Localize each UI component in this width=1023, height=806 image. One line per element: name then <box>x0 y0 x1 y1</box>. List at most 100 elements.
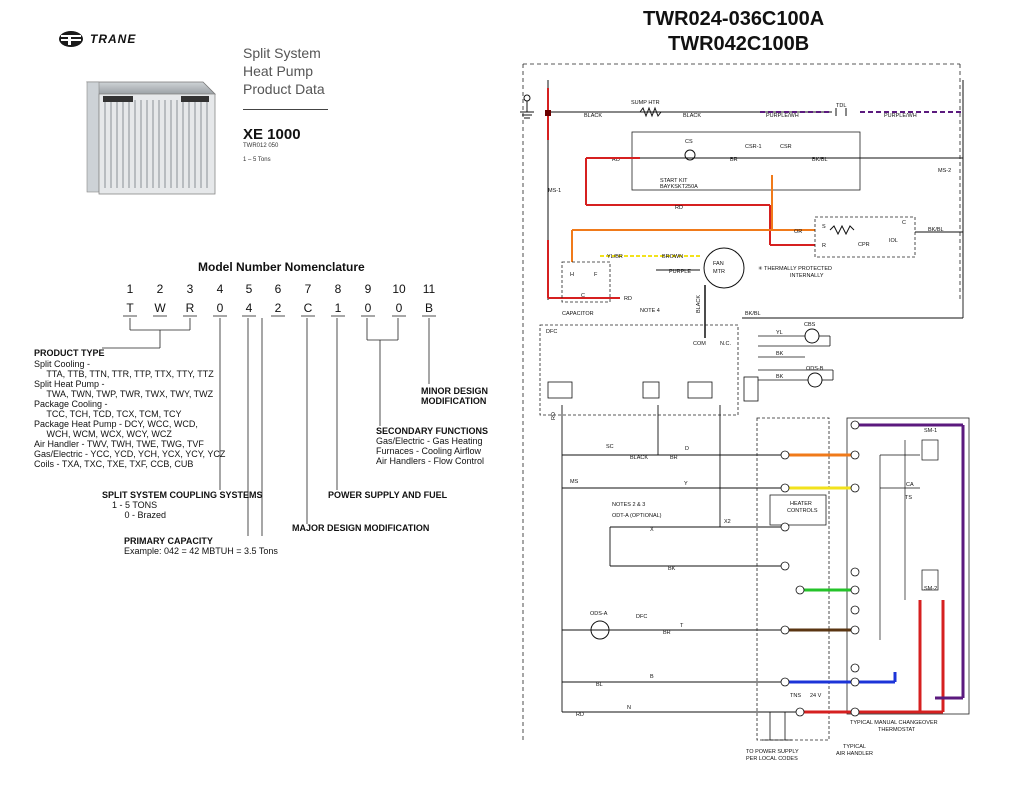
product-type-line: Coils - TXA, TXC, TXE, TXF, CCB, CUB <box>34 459 194 469</box>
cs-coil-icon <box>684 149 696 161</box>
label-rd: RD <box>576 712 584 718</box>
label-black: BLACK <box>584 113 602 119</box>
divider <box>243 109 328 110</box>
label-bk: BK <box>668 566 676 572</box>
label-cpr: CPR <box>858 242 870 248</box>
label-black: BLACK <box>696 295 702 313</box>
label-ms2: MS-2 <box>938 168 951 174</box>
label-ms1: MS-1 <box>548 188 561 194</box>
label-capacitor: CAPACITOR <box>562 311 594 317</box>
position-number: 10 <box>392 282 406 296</box>
label-d: D <box>685 446 689 452</box>
outdoor-unit-image <box>86 81 216 195</box>
heater-controls-box <box>769 494 827 526</box>
major-design-heading: MAJOR DESIGN MODIFICATION <box>292 523 430 533</box>
position-number: 2 <box>156 282 164 296</box>
label-br: BR <box>670 455 678 461</box>
tons-range: 1 – 5 Tons <box>243 157 271 163</box>
label-bk-bl: BK/BL <box>928 227 944 233</box>
label-com: COM <box>693 341 706 347</box>
model-letter: 0 <box>364 301 372 315</box>
start-kit-box <box>631 131 861 191</box>
label-dfc: DFC <box>636 614 647 620</box>
model-letter: 0 <box>216 301 224 315</box>
label-thermostat: TYPICAL MANUAL CHANGEOVER <box>850 720 938 726</box>
product-type-line: Air Handler - TWV, TWH, TWE, TWG, TVF <box>34 439 204 449</box>
secondary-line: Air Handlers - Flow Control <box>376 456 485 466</box>
label-thermal-2: INTERNALLY <box>790 273 824 279</box>
label-rd: RD <box>551 412 557 420</box>
label-purple-wh: PURPLE/WH <box>766 113 799 119</box>
label-thermostat-2: THERMOSTAT <box>878 727 916 733</box>
label-power-note: TO POWER SUPPLY <box>746 749 799 755</box>
label-purple-wh: PURPLE/WH <box>884 113 917 119</box>
diagram-title-1: TWR024-036C100A <box>643 8 825 30</box>
position-number: 6 <box>274 282 282 296</box>
compressor-box <box>814 216 916 258</box>
power-supply-heading: POWER SUPPLY AND FUEL <box>328 490 448 500</box>
sump-heater-icon <box>639 106 662 118</box>
model-letter: 1 <box>334 301 342 315</box>
label-r: R <box>822 243 826 249</box>
label-air-handler: AIR HANDLER <box>836 751 873 757</box>
model-letter: 0 <box>395 301 403 315</box>
product-type-block: PRODUCT TYPE <box>34 348 105 358</box>
label-bk: BK <box>776 351 784 357</box>
coupling-heading: SPLIT SYSTEM COUPLING SYSTEMS <box>102 490 263 500</box>
label-br: BR <box>730 157 738 163</box>
terminal-markers <box>780 420 860 717</box>
major-design-block: MAJOR DESIGN MODIFICATION <box>292 523 429 533</box>
position-number: 7 <box>304 282 312 296</box>
label-fan: FAN <box>713 261 724 267</box>
model-letter: T <box>126 301 134 315</box>
compressor-winding-icon <box>829 224 855 236</box>
model-letter: W <box>154 301 166 315</box>
model-letter: B <box>424 301 433 315</box>
label-ins: TNS <box>790 693 801 699</box>
label-black: BLACK <box>683 113 701 119</box>
wiring-diagram: SUMP HTR BLACK BLACK PURPLE/WH PURPLE/WH… <box>520 63 970 762</box>
position-number: 3 <box>186 282 194 296</box>
model-letter: 4 <box>245 301 253 315</box>
product-type-line: Package Heat Pump - DCY, WCC, WCD, <box>34 419 198 429</box>
capacity-heading: PRIMARY CAPACITY <box>124 536 213 546</box>
label-br: BR <box>663 630 671 636</box>
label-f: F <box>594 272 598 278</box>
label-purple: PURPLE <box>669 269 691 275</box>
label-ms: MS <box>570 479 579 485</box>
label-t: T <box>680 623 684 629</box>
coupling-line: 1 - 5 TONS <box>112 500 158 510</box>
label-dfc: DFC <box>546 329 557 335</box>
label-start-kit-part: BAYKSKT250A <box>660 184 698 190</box>
model-sub: TWR012 050 <box>243 143 279 149</box>
label-x2: X2 <box>724 519 731 525</box>
product-line: Product Data <box>243 81 325 97</box>
air-handler-box <box>756 417 830 741</box>
label-sump-htr: SUMP HTR <box>631 100 660 106</box>
label-heater: HEATER <box>790 501 812 507</box>
product-type-line: Split Heat Pump - <box>34 379 105 389</box>
position-number: 9 <box>364 282 372 296</box>
label-note4: NOTE 4 <box>640 308 660 314</box>
label-b: B <box>650 674 654 680</box>
label-rd: RD <box>624 296 632 302</box>
label-sm2: SM-2 <box>924 586 937 592</box>
label-black: BLACK <box>630 455 648 461</box>
label-yl: YL <box>776 330 783 336</box>
product-line: Split System <box>243 45 321 61</box>
label-start-kit: START KIT <box>660 178 688 184</box>
label-power-note-2: PER LOCAL CODES <box>746 756 798 762</box>
nomenclature-leaders <box>102 315 436 536</box>
ods-a-sensor-icon <box>590 620 610 640</box>
label-typical: TYPICAL <box>843 744 866 750</box>
position-number: 1 <box>126 282 134 296</box>
secondary-line: Gas/Electric - Gas Heating <box>376 436 483 446</box>
label-bk-bl: BK/BL <box>745 311 761 317</box>
ground-icon <box>520 94 534 119</box>
minor-design-heading: MINOR DESIGN <box>421 386 489 396</box>
product-lines: Split System Heat Pump Product Data <box>243 44 325 98</box>
label-bk-bl: BK/BL <box>812 157 828 163</box>
label-ts: TS <box>905 495 912 501</box>
label-bk: BK <box>776 374 784 380</box>
